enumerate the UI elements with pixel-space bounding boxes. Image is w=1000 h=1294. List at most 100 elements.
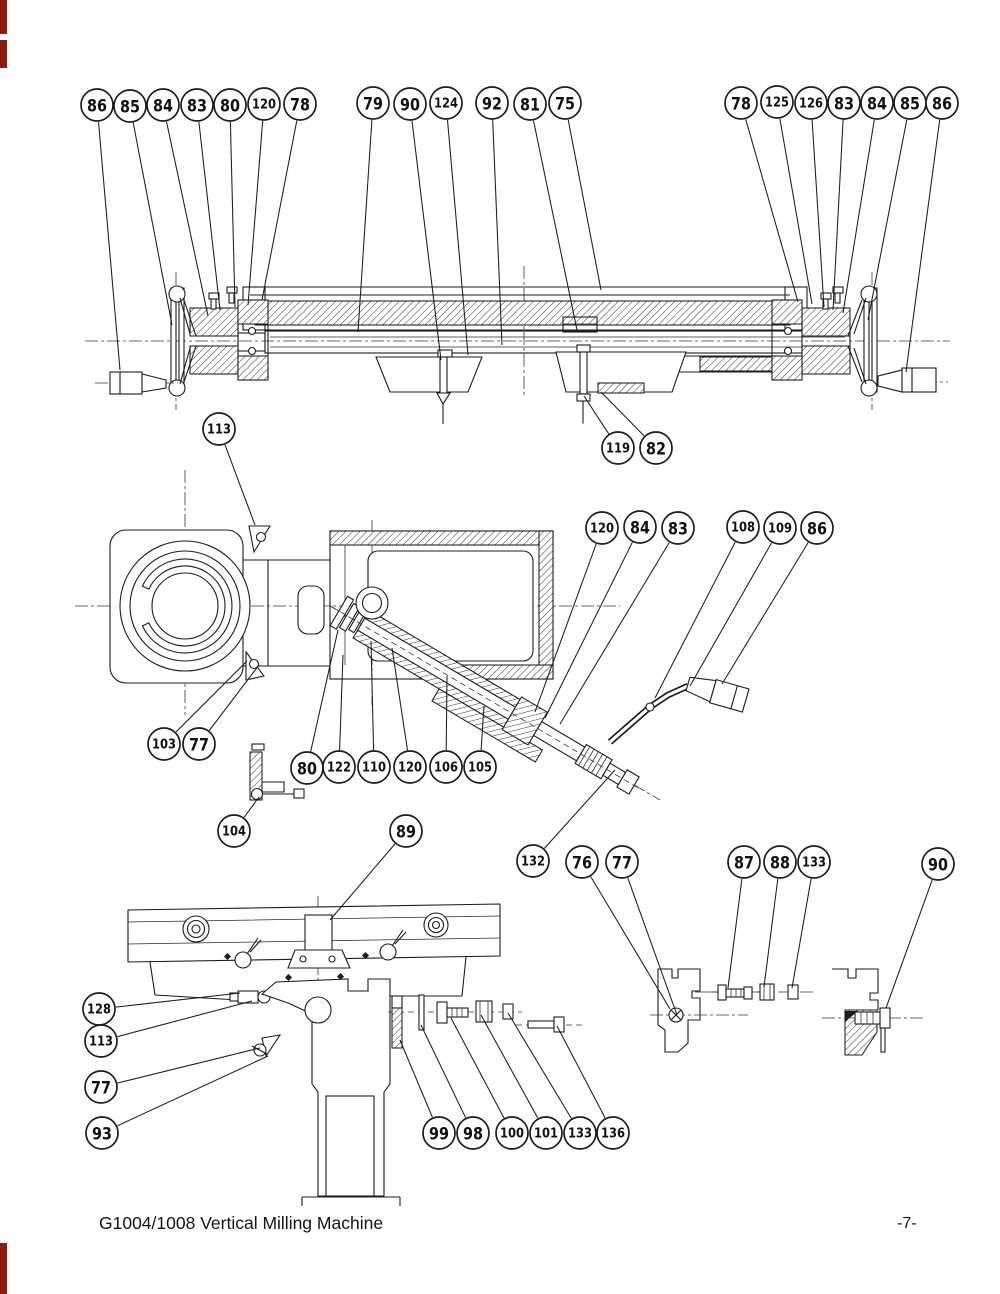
corner-clip-top: [248, 525, 271, 554]
balloon-circle: [585, 511, 619, 545]
balloon-number: 84: [630, 519, 650, 538]
callout-119: 119: [583, 395, 635, 465]
balloon-circle: [763, 845, 797, 879]
callout-75: 75: [548, 86, 602, 291]
balloon-number: 90: [928, 856, 948, 875]
balloon-number: 83: [187, 97, 207, 116]
leader-line: [97, 121, 121, 371]
balloon-circle: [925, 86, 959, 120]
callout-105: 105: [463, 705, 497, 784]
top-assembly-drawing: [85, 266, 950, 424]
lock-screw-77: [251, 1034, 282, 1058]
callout-125: 125: [760, 85, 813, 305]
left-tslot-bracket: [650, 968, 760, 1053]
balloon-circle: [357, 750, 391, 784]
callout-86: 86: [905, 86, 959, 373]
callout-99: 99: [399, 1039, 456, 1150]
footer-title: G1004/1008 Vertical Milling Machine: [99, 1213, 384, 1233]
balloon-number: 126: [799, 97, 823, 112]
cross-feed-screw: [329, 595, 642, 795]
leader-line: [132, 122, 173, 326]
balloon-circle: [217, 814, 251, 848]
leader-line: [867, 119, 908, 321]
callout-77: 77: [182, 664, 260, 761]
balloon-circle: [563, 1116, 597, 1150]
leader-line: [450, 1017, 505, 1119]
balloon-number: 98: [463, 1125, 483, 1144]
balloon-circle: [601, 431, 635, 465]
page-footer: G1004/1008 Vertical Milling Machine -7-: [0, 1213, 1000, 1239]
balloon-circle: [247, 87, 281, 121]
balloon-number: 104: [222, 825, 246, 840]
leader-line: [507, 1012, 572, 1119]
balloon-number: 84: [153, 97, 173, 116]
right-tslot-bracket: [822, 968, 925, 1056]
leader-line: [399, 1039, 433, 1118]
balloon-circle: [113, 89, 147, 123]
callout-84: 84: [544, 510, 657, 719]
leader-line: [559, 542, 670, 725]
balloon-number: 85: [120, 98, 140, 117]
balloon-number: 83: [834, 95, 854, 114]
table-section: [242, 286, 808, 333]
leader-line: [745, 119, 799, 303]
balloon-number: 86: [87, 97, 107, 116]
balloon-circle: [565, 845, 599, 879]
callout-122: 122: [322, 654, 356, 784]
knee-column: [260, 978, 401, 1206]
callout-133: 133: [791, 845, 831, 989]
callout-90: 90: [393, 87, 442, 361]
balloon-circle: [516, 844, 550, 878]
balloon-number: 132: [521, 855, 545, 870]
balloon-number: 86: [807, 520, 827, 539]
balloon-number: 108: [731, 521, 755, 536]
scan-artifact-bottom: [0, 1243, 7, 1294]
leader-line: [175, 660, 248, 733]
balloon-number: 120: [590, 522, 614, 537]
balloon-circle: [797, 845, 831, 879]
leader-line: [247, 120, 264, 306]
balloon-circle: [639, 431, 673, 465]
balloon-circle: [182, 727, 216, 761]
callout-86: 86: [721, 511, 834, 685]
balloon-circle: [429, 86, 463, 120]
balloon-number: 78: [731, 95, 751, 114]
callout-98: 98: [420, 1024, 490, 1150]
callout-83: 83: [559, 511, 695, 725]
balloon-number: 77: [612, 854, 632, 873]
bracket-sections-drawing: [650, 968, 925, 1056]
balloon-number: 120: [252, 98, 276, 113]
callout-104: 104: [217, 796, 260, 848]
balloon-number: 79: [363, 95, 383, 114]
balloon-circle: [724, 86, 758, 120]
leader-line: [261, 120, 298, 301]
callout-80: 80: [290, 629, 339, 785]
balloon-number: 124: [434, 97, 458, 112]
callout-132: 132: [516, 769, 616, 878]
leader-line: [329, 843, 396, 921]
tslot-hardware: [712, 983, 815, 1001]
right-handle: [877, 367, 948, 393]
callout-120: 120: [247, 87, 281, 306]
leader-line: [811, 119, 825, 308]
balloon-number: 86: [932, 95, 952, 114]
leader-line: [779, 118, 813, 305]
leader-line: [885, 879, 933, 1009]
leader-line: [480, 1014, 539, 1119]
leader-line: [627, 877, 678, 1016]
leader-line: [492, 119, 503, 346]
callout-88: 88: [763, 845, 797, 988]
leader-line: [534, 543, 597, 713]
callout-90: 90: [885, 847, 955, 1009]
balloon-circle: [726, 510, 760, 544]
balloon-number: 80: [220, 97, 240, 116]
balloon-circle: [760, 85, 794, 119]
balloon-circle: [727, 845, 761, 879]
leader-line: [689, 542, 773, 687]
balloon-number: 78: [290, 96, 310, 115]
balloon-number: 76: [572, 854, 592, 873]
leader-line: [556, 1025, 606, 1119]
callout-83: 83: [180, 88, 221, 311]
